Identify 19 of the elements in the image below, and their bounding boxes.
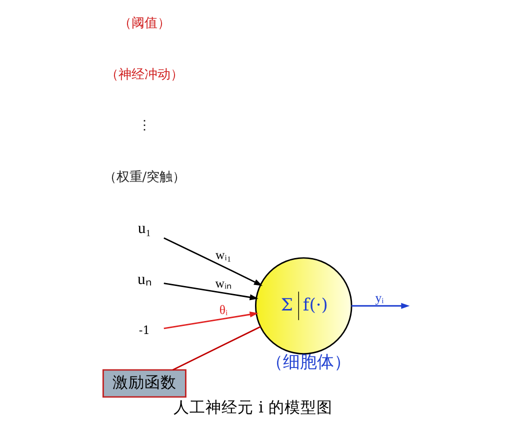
label: （神经冲动） <box>104 67 183 82</box>
edge-label: wᵢₙ <box>214 276 232 291</box>
edge-label: wᵢ₁ <box>215 248 231 262</box>
caption: 人工神经元 i 的模型图 <box>173 397 332 416</box>
arrow <box>163 282 258 300</box>
edge-label: θᵢ <box>218 302 228 317</box>
label: ⋮ <box>137 118 150 134</box>
arrow <box>350 302 410 309</box>
label: （阈值） <box>118 16 170 32</box>
label: （权重/突触） <box>102 170 186 185</box>
edge-label: yᵢ <box>374 290 384 305</box>
arrow <box>163 312 258 330</box>
node-text: u₁ <box>137 220 151 238</box>
node-text: uₙ <box>137 271 151 288</box>
connector <box>172 326 260 370</box>
node-box: 激励函数 <box>102 369 186 398</box>
node-text: -1 <box>138 323 150 338</box>
arrow <box>163 237 262 286</box>
node-label: （细胞体） <box>265 352 350 372</box>
